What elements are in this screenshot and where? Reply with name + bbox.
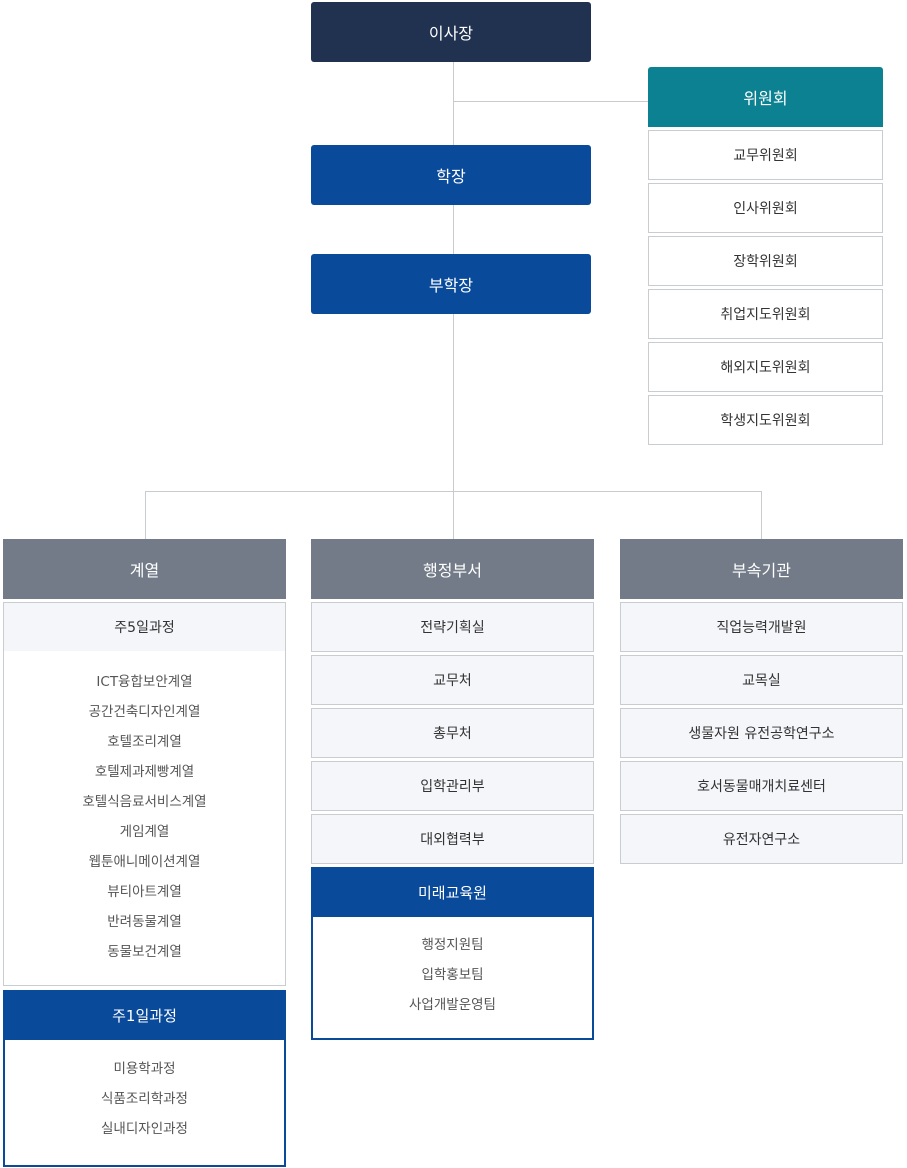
admin-item-label: 총무처 <box>433 726 472 742</box>
list-item: 반려동물계열 <box>107 914 182 930</box>
list-item: 뷰티아트계열 <box>107 884 182 900</box>
affiliated-header: 부속기관 <box>620 539 903 599</box>
board-chair-box: 이사장 <box>311 2 591 62</box>
admin-item: 교무처 <box>311 655 594 705</box>
connector-departments <box>145 491 146 539</box>
list-item: ICT융합보안계열 <box>96 674 193 690</box>
committee-item: 교무위원회 <box>648 130 883 180</box>
admin-header: 행정부서 <box>311 539 594 599</box>
affiliated-item-label: 직업능력개발원 <box>716 620 807 636</box>
list-item: 행정지원팀 <box>421 937 484 953</box>
committee-header: 위원회 <box>648 67 883 127</box>
affiliated-item: 교목실 <box>620 655 903 705</box>
committee-item: 학생지도위원회 <box>648 395 883 445</box>
connector-affiliated <box>761 491 762 539</box>
affiliated-title: 부속기관 <box>732 561 791 580</box>
departments-title: 계열 <box>129 561 160 580</box>
affiliated-item: 유전자연구소 <box>620 814 903 864</box>
committee-item-label: 인사위원회 <box>733 201 798 217</box>
affiliated-item-label: 유전자연구소 <box>722 832 801 848</box>
affiliated-item: 직업능력개발원 <box>620 602 903 652</box>
committee-item-label: 교무위원회 <box>733 148 798 164</box>
list-item: 입학홍보팀 <box>421 967 484 983</box>
admin-item-label: 입학관리부 <box>420 779 485 795</box>
affiliated-item-label: 교목실 <box>742 673 781 689</box>
committee-item-label: 장학위원회 <box>733 254 798 270</box>
connector-committee <box>453 101 649 102</box>
future-edu-header: 미래교육원 <box>311 867 594 917</box>
weekend-course-header: 주1일과정 <box>3 990 286 1040</box>
committee-item-label: 취업지도위원회 <box>720 307 811 323</box>
list-item: 호텔식음료서비스계열 <box>82 794 207 810</box>
affiliated-item-label: 호서동물매개치료센터 <box>697 779 826 795</box>
list-item: 미용학과정 <box>113 1061 176 1077</box>
list-item: 웹툰애니메이션계열 <box>88 854 201 870</box>
committee-item: 취업지도위원회 <box>648 289 883 339</box>
vice-president-box: 부학장 <box>311 254 591 314</box>
connector-horizontal <box>145 491 762 492</box>
committee-item: 인사위원회 <box>648 183 883 233</box>
committee-title: 위원회 <box>743 89 788 108</box>
committee-item-label: 해외지도위원회 <box>720 360 811 376</box>
admin-item: 대외협력부 <box>311 814 594 864</box>
admin-item: 총무처 <box>311 708 594 758</box>
president-box: 학장 <box>311 145 591 205</box>
weekend-course-title: 주1일과정 <box>112 1006 177 1025</box>
committee-item: 장학위원회 <box>648 236 883 286</box>
weekend-course-list: 미용학과정 식품조리학과정 실내디자인과정 <box>3 1040 286 1167</box>
committee-item: 해외지도위원회 <box>648 342 883 392</box>
admin-item-label: 대외협력부 <box>420 832 485 848</box>
admin-item: 입학관리부 <box>311 761 594 811</box>
affiliated-item-label: 생물자원 유전공학연구소 <box>688 726 835 742</box>
list-item: 동물보건계열 <box>107 944 182 960</box>
board-chair-label: 이사장 <box>428 24 474 43</box>
admin-item-label: 전략기획실 <box>420 620 485 636</box>
admin-item: 전략기획실 <box>311 602 594 652</box>
president-label: 학장 <box>436 167 466 186</box>
weekday-course-title: 주5일과정 <box>114 620 175 636</box>
vice-president-label: 부학장 <box>428 276 474 295</box>
future-edu-title: 미래교육원 <box>417 883 487 902</box>
list-item: 공간건축디자인계열 <box>88 704 201 720</box>
future-edu-list: 행정지원팀 입학홍보팀 사업개발운영팀 <box>311 917 594 1040</box>
affiliated-item: 호서동물매개치료센터 <box>620 761 903 811</box>
list-item: 식품조리학과정 <box>101 1091 188 1107</box>
list-item: 게임계열 <box>119 824 170 840</box>
list-item: 호텔조리계열 <box>107 734 182 750</box>
committee-item-label: 학생지도위원회 <box>720 413 811 429</box>
affiliated-item: 생물자원 유전공학연구소 <box>620 708 903 758</box>
departments-header: 계열 <box>3 539 286 599</box>
weekday-course-list: ICT융합보안계열 공간건축디자인계열 호텔조리계열 호텔제과제빵계열 호텔식음… <box>3 651 286 986</box>
admin-item-label: 교무처 <box>433 673 472 689</box>
list-item: 사업개발운영팀 <box>409 997 496 1013</box>
weekday-course-header: 주5일과정 <box>3 602 286 652</box>
list-item: 호텔제과제빵계열 <box>94 764 195 780</box>
list-item: 실내디자인과정 <box>101 1121 188 1137</box>
admin-title: 행정부서 <box>423 561 482 580</box>
